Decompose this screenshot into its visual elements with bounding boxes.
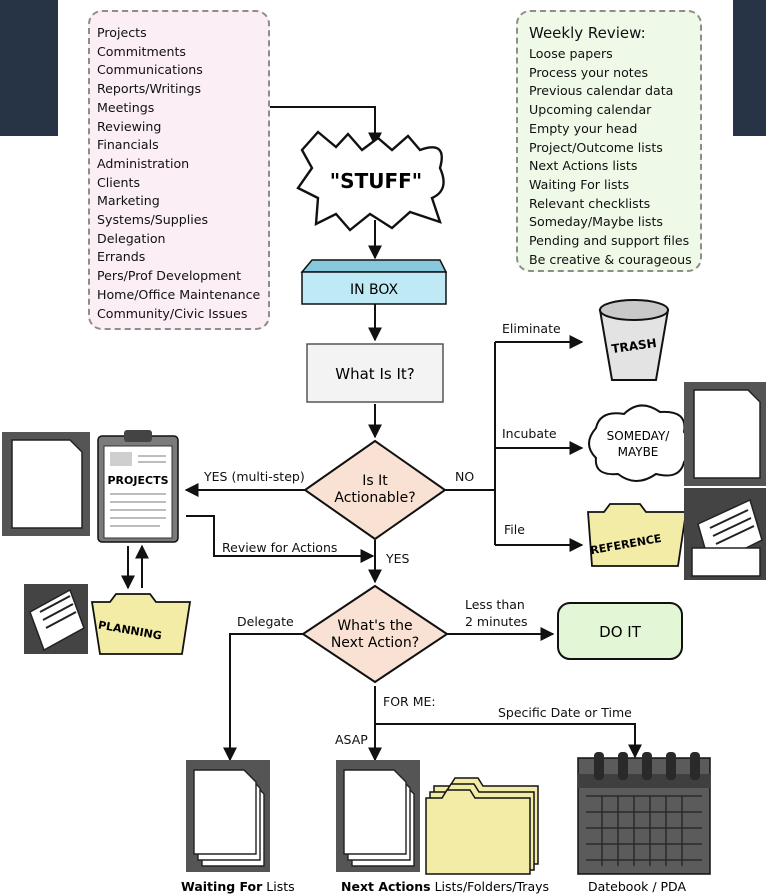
actionable-label-2: Actionable? [334, 490, 415, 506]
what-is-it-label: What Is It? [335, 365, 414, 383]
weekly-review-item: Waiting For lists [529, 176, 630, 192]
someday-maybe-cloud [588, 404, 692, 482]
navy-corner-right [733, 0, 766, 136]
calendar-grid [586, 795, 702, 866]
edge-label-eliminate: Eliminate [502, 321, 561, 336]
next-action-label-1: What's the [337, 618, 412, 634]
stuff-source-item: Errands [97, 249, 146, 265]
weekly-review-item: Upcoming calendar [529, 102, 652, 118]
caption-next-rest: Lists/Folders/Trays [431, 879, 549, 894]
what-is-it-box [306, 343, 444, 403]
weekly-review-item: Process your notes [529, 64, 649, 80]
stuff-source-item: Marketing [97, 193, 160, 209]
do-it-label: DO IT [599, 623, 642, 641]
calendar-rings [594, 752, 700, 780]
stuff-source-item: Commitments [97, 43, 186, 59]
arrow-review-for-actions [186, 515, 375, 563]
trash-label: TRASH [611, 336, 658, 356]
edge-label-no: NO [455, 469, 474, 484]
weekly-review-item: Empty your head [529, 120, 638, 136]
edge-label-less-than-2: 2 minutes [465, 614, 528, 629]
stuff-cloud [296, 130, 445, 232]
stuff-label: "STUFF" [330, 169, 422, 193]
someday-label-2: MAYBE [618, 445, 659, 459]
stuff-source-item: Reports/Writings [97, 81, 202, 97]
inbox-label: IN BOX [350, 282, 399, 298]
inbox-tray [301, 271, 447, 305]
navy-corner-left [0, 0, 58, 136]
arrow-list-to-stuff [270, 106, 382, 147]
edge-label-for-me: FOR ME: [383, 694, 436, 709]
project-document-icon [11, 439, 83, 529]
arrow-delegate [223, 633, 307, 762]
weekly-review-item: Someday/Maybe lists [529, 214, 663, 230]
projects-clipboard-image [110, 452, 132, 466]
caption-next-actions: Next Actions Lists/Folders/Trays [341, 879, 549, 894]
weekly-review-item: Previous calendar data [529, 83, 674, 99]
actionable-diamond [303, 439, 447, 541]
edge-label-review-for-actions: Review for Actions [222, 540, 337, 555]
next-action-label-2: Next Action? [331, 635, 419, 651]
projects-clipboard-lines [110, 455, 166, 527]
edge-label-specific-date: Specific Date or Time [498, 705, 632, 720]
planning-folder-icon [90, 593, 192, 655]
edge-label-incubate: Incubate [502, 426, 557, 441]
stuff-source-item: Systems/Supplies [97, 212, 209, 228]
someday-label-1: SOMEDAY/ [607, 429, 671, 443]
weekly-review-item: Next Actions lists [529, 158, 638, 174]
stuff-source-item: Home/Office Maintenance [97, 286, 261, 302]
caption-next-bold: Next Actions [341, 879, 431, 894]
trash-can-rim [599, 299, 669, 321]
planning-paper-lines [39, 595, 77, 629]
inbox-tray-top [300, 259, 448, 273]
waiting-for-documents-icon [193, 769, 265, 867]
stuff-source-item: Community/Civic Issues [97, 305, 248, 321]
edge-label-yes: YES [385, 551, 410, 566]
stuff-source-item: Projects [97, 25, 147, 40]
projects-clipboard-clip [124, 430, 152, 442]
weekly-review-title: Weekly Review: [529, 24, 646, 42]
next-actions-folders-icon [425, 777, 539, 875]
stuff-source-item: Administration [97, 155, 190, 171]
weekly-review-item: Loose papers [529, 46, 613, 61]
edge-label-yes-multistep: YES (multi-step) [203, 469, 305, 484]
caption-waiting-bold: Waiting For [181, 879, 263, 894]
stuff-source-item: Communications [97, 62, 203, 78]
projects-label: PROJECTS [108, 474, 169, 487]
someday-document-icon [693, 389, 761, 479]
stuff-source-item: Financials [97, 137, 159, 153]
stuff-source-item: Delegation [97, 230, 166, 246]
weekly-review-item: Project/Outcome lists [529, 139, 663, 155]
caption-waiting-rest: Lists [262, 879, 294, 894]
edge-label-delegate: Delegate [237, 614, 294, 629]
weekly-review-item: Relevant checklists [529, 195, 651, 211]
stuff-source-item: Pers/Prof Development [97, 268, 242, 284]
calendar-header-bar [578, 774, 710, 788]
weekly-review-item: Pending and support files [529, 233, 690, 249]
edge-label-less-than-1: Less than [465, 597, 525, 612]
arrow-specific-date [375, 723, 642, 759]
caption-datebook: Datebook / PDA [588, 879, 686, 894]
actionable-label-1: Is It [362, 473, 388, 489]
do-it-box [557, 602, 683, 660]
weekly-review-item: Be creative & courageous [529, 251, 692, 267]
next-actions-documents-icon [343, 769, 415, 867]
reference-folder-front [691, 547, 761, 577]
next-action-diamond [301, 584, 449, 684]
stuff-source-item: Clients [97, 174, 141, 190]
stuff-source-item: Reviewing [97, 118, 162, 134]
caption-waiting-for-lists: Waiting For Lists [181, 879, 295, 894]
stuff-source-item: Meetings [97, 99, 155, 115]
reference-paper-lines [709, 509, 755, 545]
reference-folder-icon [587, 503, 688, 567]
edge-label-file: File [504, 522, 525, 537]
edge-label-asap: ASAP [335, 732, 368, 747]
